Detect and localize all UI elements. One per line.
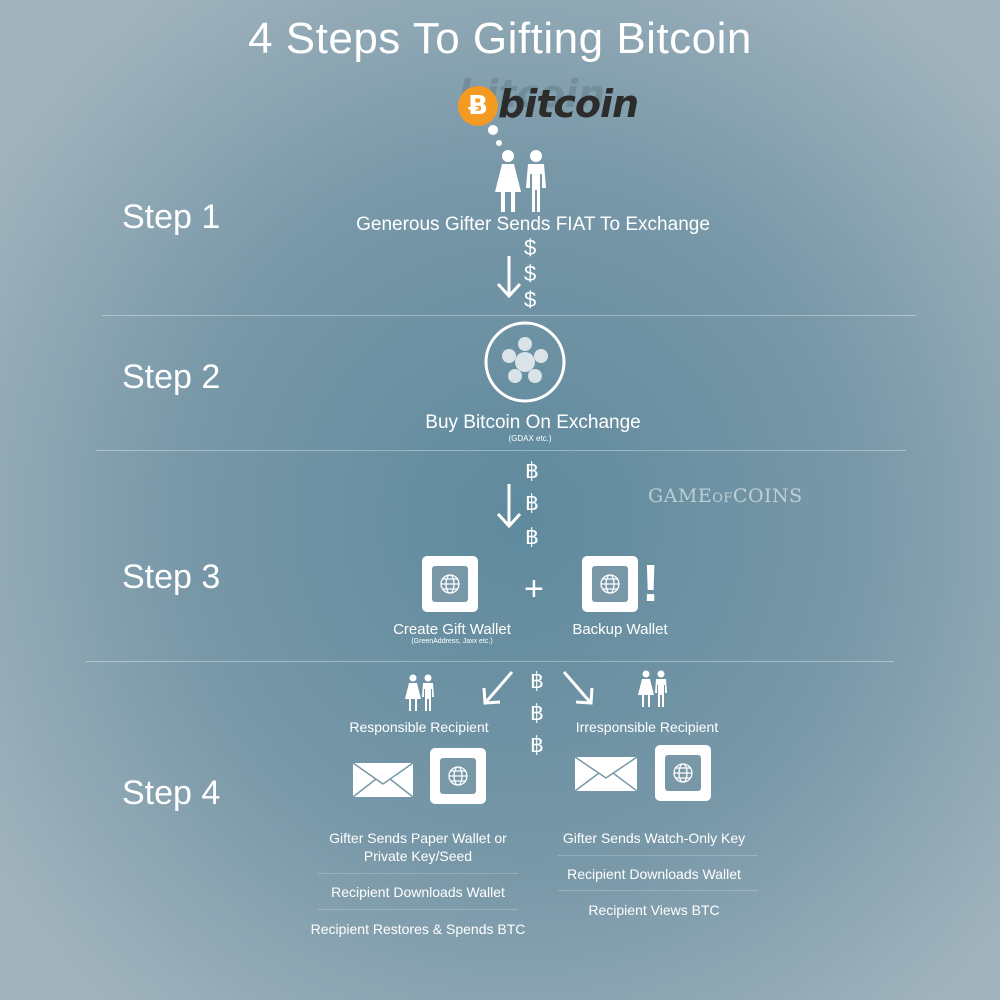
irresponsible-step-3: Recipient Views BTC [588, 902, 720, 918]
irresponsible-recipient-heading: Irresponsible Recipient [575, 719, 719, 735]
envelope-icon [352, 762, 414, 798]
bitcoin-symbol: ฿ [530, 668, 544, 693]
thought-bubble-large [488, 125, 498, 135]
couple-icon [495, 150, 546, 212]
watermark-word-of: OF [712, 491, 733, 506]
diagonal-arrow-left-icon [482, 671, 514, 705]
section-divider [86, 661, 894, 662]
globe-icon [673, 763, 693, 783]
bitcoin-coin-icon: Ƀ [458, 86, 498, 126]
down-arrow-icon [496, 484, 522, 529]
step-4-label: Step 4 [122, 774, 221, 812]
down-arrow-icon [496, 256, 522, 299]
backup-wallet-icon [582, 556, 638, 612]
gift-wallet-icon [422, 556, 478, 612]
section-divider [96, 450, 906, 451]
globe-icon [600, 574, 620, 594]
plus-sign: + [524, 570, 544, 608]
bitcoin-logo: bitcoin Ƀ bitcoin [458, 72, 658, 142]
section-divider [102, 315, 916, 316]
page-title: 4 Steps To Gifting Bitcoin [248, 14, 752, 63]
backup-wallet-label: Backup Wallet [572, 621, 668, 638]
list-divider [558, 890, 758, 891]
responsible-step-1-line-a: Gifter Sends Paper Wallet or [329, 830, 507, 846]
list-divider [318, 873, 518, 874]
thought-bubble-small [496, 140, 502, 146]
responsible-step-2: Recipient Downloads Wallet [331, 884, 505, 900]
globe-icon [448, 766, 468, 786]
game-of-coins-watermark: GAMEOFCOINS [648, 485, 803, 507]
diagonal-arrow-right-icon [562, 671, 594, 705]
bitcoin-symbol: ฿ [530, 700, 544, 725]
create-gift-wallet-label: Create Gift Wallet [393, 621, 511, 638]
bitcoin-wordmark: bitcoin [498, 82, 639, 126]
couple-icon [638, 670, 667, 707]
envelope-icon [574, 756, 638, 792]
list-divider [318, 909, 518, 910]
watermark-word-game: GAME [648, 485, 713, 507]
dollar-symbol: $ [524, 235, 537, 260]
step-2-caption: Buy Bitcoin On Exchange [425, 412, 641, 433]
step-2-label: Step 2 [122, 358, 221, 396]
create-gift-wallet-sublabel: (GreenAddress, Jaxx etc.) [411, 638, 493, 645]
step-2-subcaption: (GDAX etc.) [508, 434, 552, 443]
irresponsible-step-1: Gifter Sends Watch-Only Key [562, 830, 746, 846]
watermark-word-coins: COINS [732, 485, 803, 507]
couple-icon [405, 674, 434, 711]
bitcoin-symbol: ฿ [525, 524, 539, 549]
paper-wallet-icon [430, 748, 486, 804]
dollar-symbol: $ [524, 287, 537, 312]
bitcoin-symbol: ฿ [530, 732, 544, 757]
watch-only-wallet-icon [655, 745, 711, 801]
step-1-caption: Generous Gifter Sends FIAT To Exchange [356, 214, 710, 235]
responsible-step-1-line-b: Private Key/Seed [363, 848, 473, 864]
bitcoin-symbol: ฿ [525, 458, 539, 483]
step-1-label: Step 1 [122, 198, 221, 236]
bitcoin-symbol: ฿ [525, 490, 539, 515]
dollar-symbol: $ [524, 261, 537, 286]
step-3-label: Step 3 [122, 558, 221, 596]
irresponsible-step-2: Recipient Downloads Wallet [567, 866, 741, 882]
exchange-icon [484, 321, 566, 403]
responsible-recipient-heading: Responsible Recipient [349, 719, 489, 735]
responsible-step-3: Recipient Restores & Spends BTC [310, 921, 526, 937]
exclamation-icon: ! [642, 555, 660, 613]
list-divider [558, 855, 758, 856]
globe-icon [440, 574, 460, 594]
